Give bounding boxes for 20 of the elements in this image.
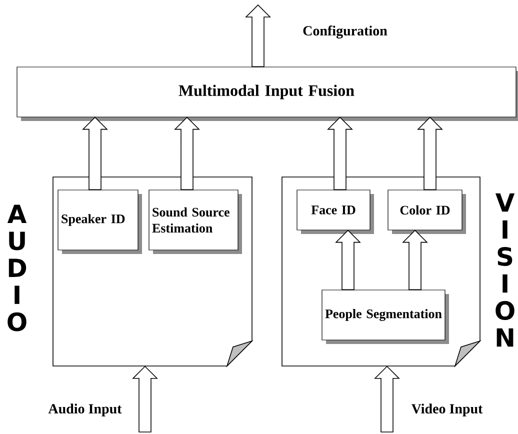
process-box: Color ID bbox=[388, 190, 466, 234]
block-arrow bbox=[82, 116, 108, 190]
process-box: Face ID bbox=[296, 190, 374, 234]
process-box: Sound Source Estimation bbox=[148, 190, 242, 254]
process-box: People Segmentation bbox=[322, 290, 449, 344]
side-heading: VISION bbox=[495, 193, 515, 347]
edge-label: Video Input bbox=[411, 404, 483, 416]
block-arrow bbox=[335, 230, 361, 290]
block-arrow bbox=[402, 230, 428, 290]
block-arrow bbox=[174, 116, 200, 190]
side-heading: AUDIO bbox=[7, 204, 27, 332]
block-arrow bbox=[132, 366, 158, 432]
block-arrow bbox=[374, 366, 400, 432]
process-box: Multimodal Input Fusion bbox=[16, 66, 518, 121]
block-arrow bbox=[245, 4, 271, 68]
block-arrow bbox=[327, 116, 353, 190]
block-arrow bbox=[417, 116, 443, 190]
edge-label: Configuration bbox=[303, 26, 388, 38]
edge-label: Audio Input bbox=[48, 404, 122, 416]
process-box: Speaker ID bbox=[58, 190, 142, 254]
